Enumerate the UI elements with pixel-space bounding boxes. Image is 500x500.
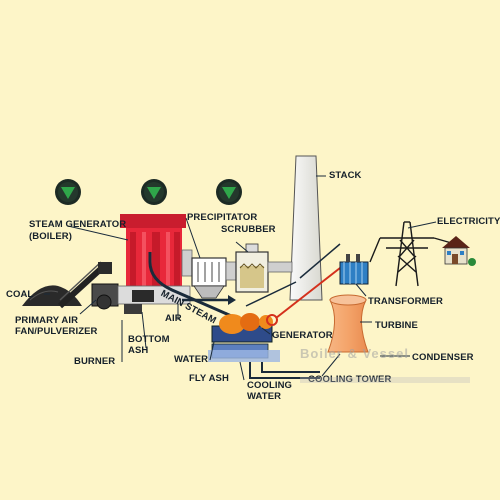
label-primary-air: PRIMARY AIR (15, 315, 79, 326)
label-electricity: ELECTRICITY (437, 216, 500, 227)
label-bottom: BOTTOM (128, 334, 170, 345)
condenser (208, 343, 320, 379)
label-air: AIR (165, 313, 182, 324)
exhaust-lines (245, 243, 341, 307)
label-boiler: (BOILER) (29, 231, 73, 242)
pulverizer (91, 283, 126, 310)
power-line-hot (275, 267, 341, 319)
label-steam-generator: STEAM GENERATOR (29, 219, 127, 230)
label-ash: ASH (128, 345, 149, 356)
air-duct (182, 295, 236, 305)
transformer (339, 254, 369, 285)
label-fly-ash: FLY ASH (189, 373, 229, 384)
coal-conveyor (57, 261, 112, 309)
label-generator: GENERATOR (272, 330, 333, 341)
precipitator (191, 257, 227, 299)
cooling-tower (327, 294, 369, 353)
watermark-text: Boiler & Vessel (300, 346, 409, 361)
label-cooling-water: WATER (247, 391, 282, 402)
indicator-icon-boiler (55, 179, 81, 205)
label-fan-pulverizer: FAN/PULVERIZER (15, 326, 98, 337)
label-cooling-tower: COOLING TOWER (308, 374, 392, 385)
indicator-icon-precipitator (141, 179, 167, 205)
stack (267, 155, 323, 301)
scrubber (225, 243, 269, 293)
indicator-icon-scrubber (216, 179, 242, 205)
label-cooling: COOLING (247, 380, 293, 391)
transmission-tower (369, 221, 463, 287)
label-water: WATER (174, 354, 209, 365)
house (442, 236, 476, 266)
duct-to-precipitator (181, 249, 193, 277)
label-coal: COAL (6, 289, 34, 300)
label-turbine: TURBINE (375, 320, 418, 331)
label-stack: STACK (329, 170, 362, 181)
label-scrubber: SCRUBBER (221, 224, 276, 235)
label-condenser: CONDENSER (412, 352, 474, 363)
watermark-bar (300, 377, 470, 383)
turbine-generator (211, 313, 278, 343)
label-transformer: TRANSFORMER (368, 296, 443, 307)
label-burner: BURNER (74, 356, 116, 367)
leader-lines (44, 175, 437, 381)
label-precipitator: PRECIPITATOR (187, 212, 258, 223)
boiler (117, 214, 191, 314)
